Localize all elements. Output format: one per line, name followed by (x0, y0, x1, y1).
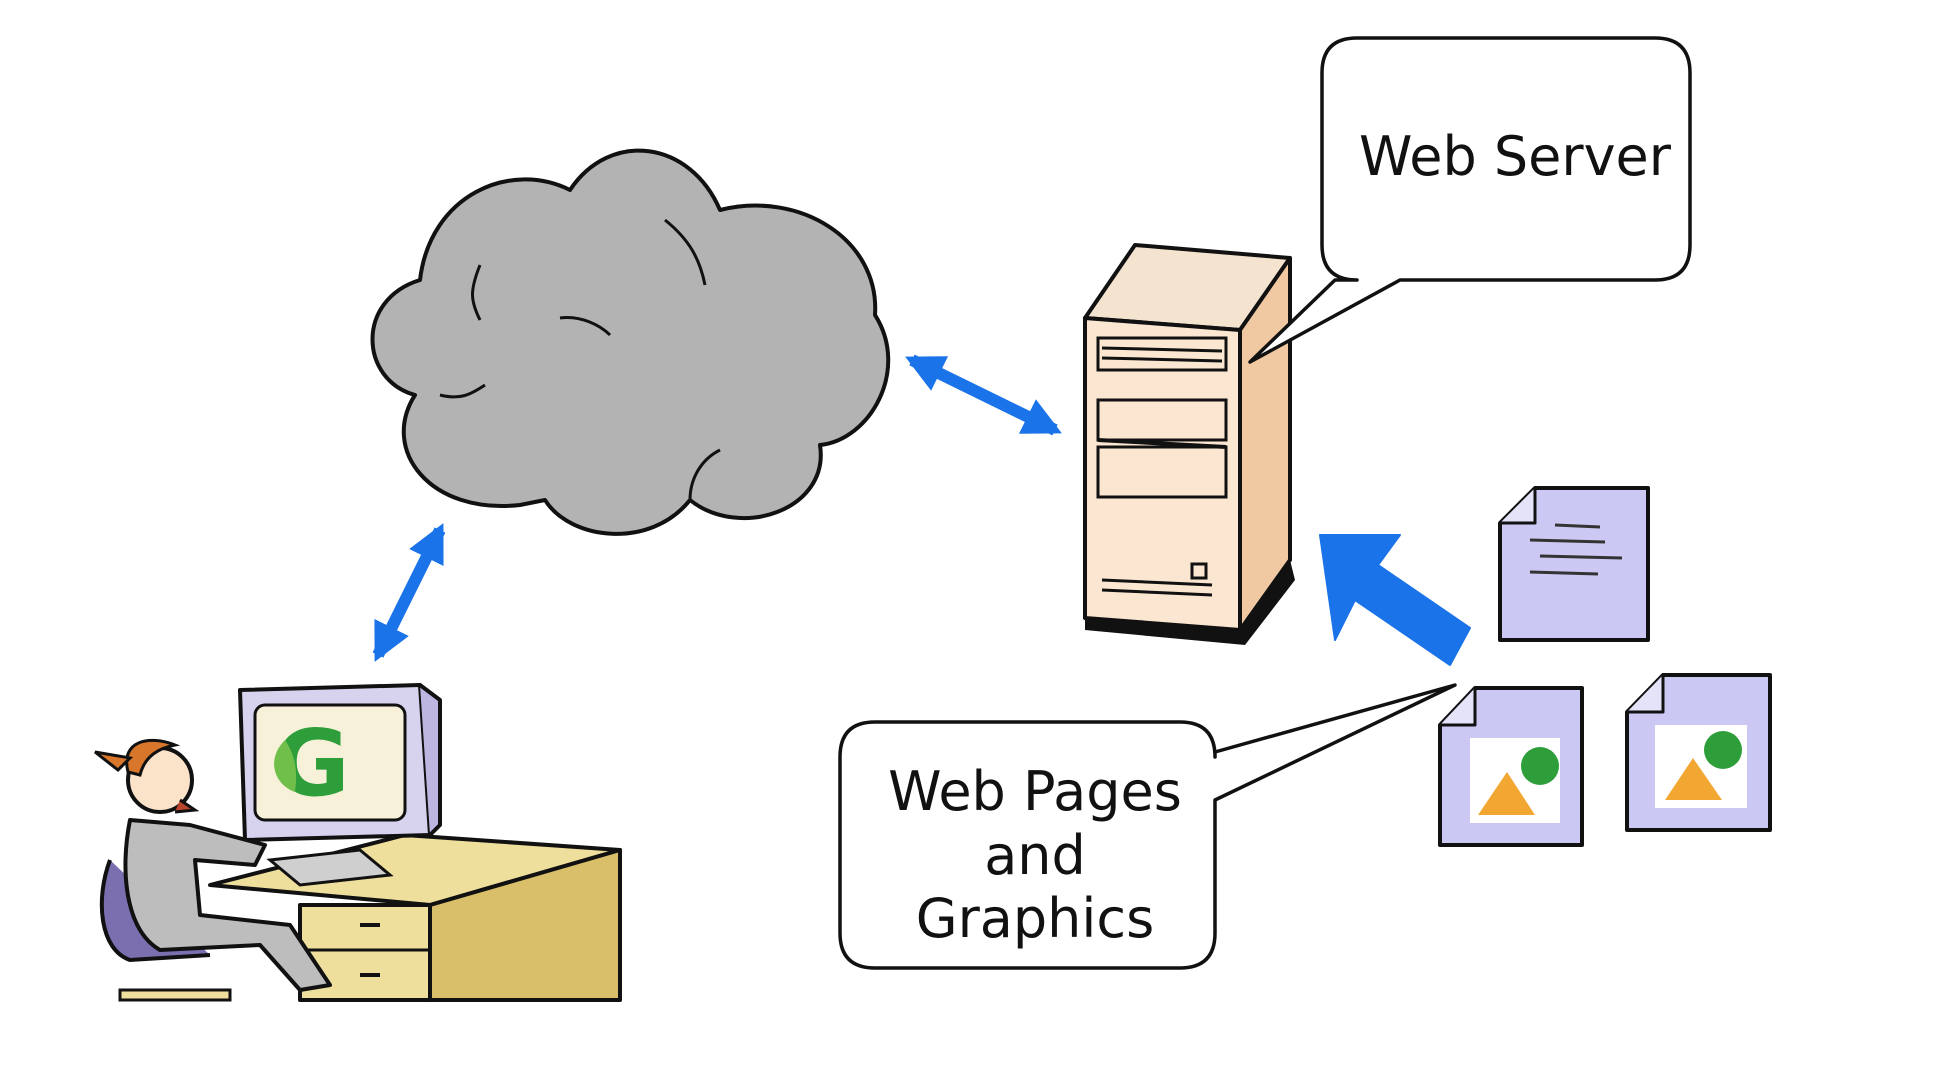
cloud-icon (370, 148, 891, 536)
web-pages-callout (838, 683, 1457, 970)
web-pages-label-line: Graphics (915, 887, 1155, 951)
web-pages-label-line: and (984, 823, 1086, 887)
server-tower-icon (1083, 243, 1295, 645)
user-at-computer-icon: G (94, 683, 622, 1002)
arrow-user-internet (372, 523, 446, 662)
web-server-callout (1248, 36, 1692, 364)
image-file-icon (1625, 673, 1772, 832)
web-pages-label: Web Pages and Graphics (850, 760, 1220, 951)
image-file-icon (1438, 686, 1584, 847)
web-pages-label-line: Web Pages (888, 760, 1182, 823)
arrow-content-server (1319, 534, 1471, 666)
document-icon (1498, 486, 1650, 642)
arrow-internet-server (905, 354, 1062, 436)
web-server-label: Web Server (1359, 125, 1671, 188)
